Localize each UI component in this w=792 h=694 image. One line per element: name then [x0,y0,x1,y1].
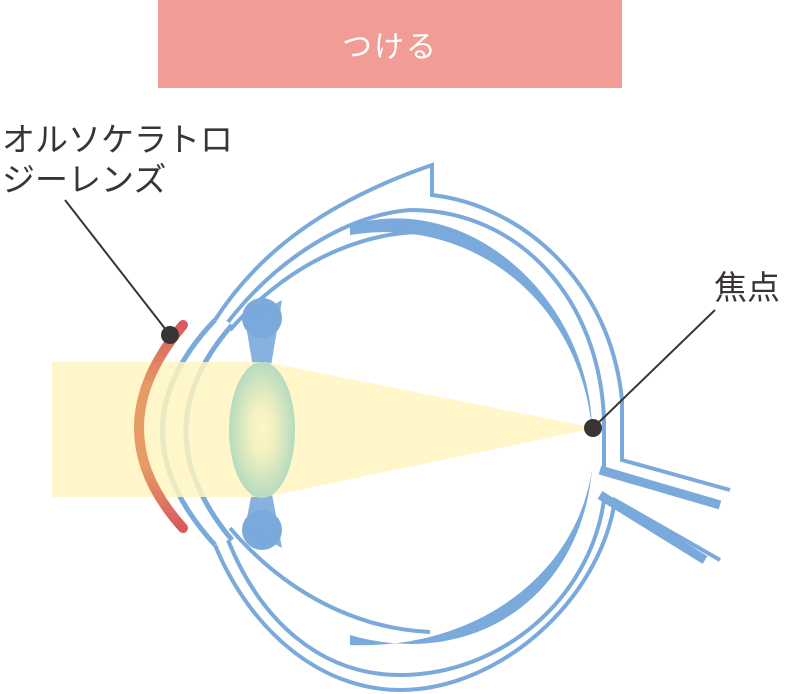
focus-label: 焦点 [714,268,780,307]
lens-pointer-line [64,199,171,336]
ortho-k-lens-label: オルソケラトロ ジーレンズ [2,120,233,200]
label-line-2: ジーレンズ [2,160,167,199]
header-banner: つける [158,0,622,88]
header-title: つける [342,30,438,65]
ortho-k-lens [134,320,188,533]
optic-nerve [597,465,722,564]
sclera [213,162,731,693]
focus-pointer-line [592,309,716,429]
focus-dot [584,419,602,437]
iris [228,229,431,634]
light-beam [52,362,595,497]
crystalline-lens [229,362,295,498]
lens-pointer-dot [161,326,179,344]
label-line-1: オルソケラトロ [2,120,233,159]
